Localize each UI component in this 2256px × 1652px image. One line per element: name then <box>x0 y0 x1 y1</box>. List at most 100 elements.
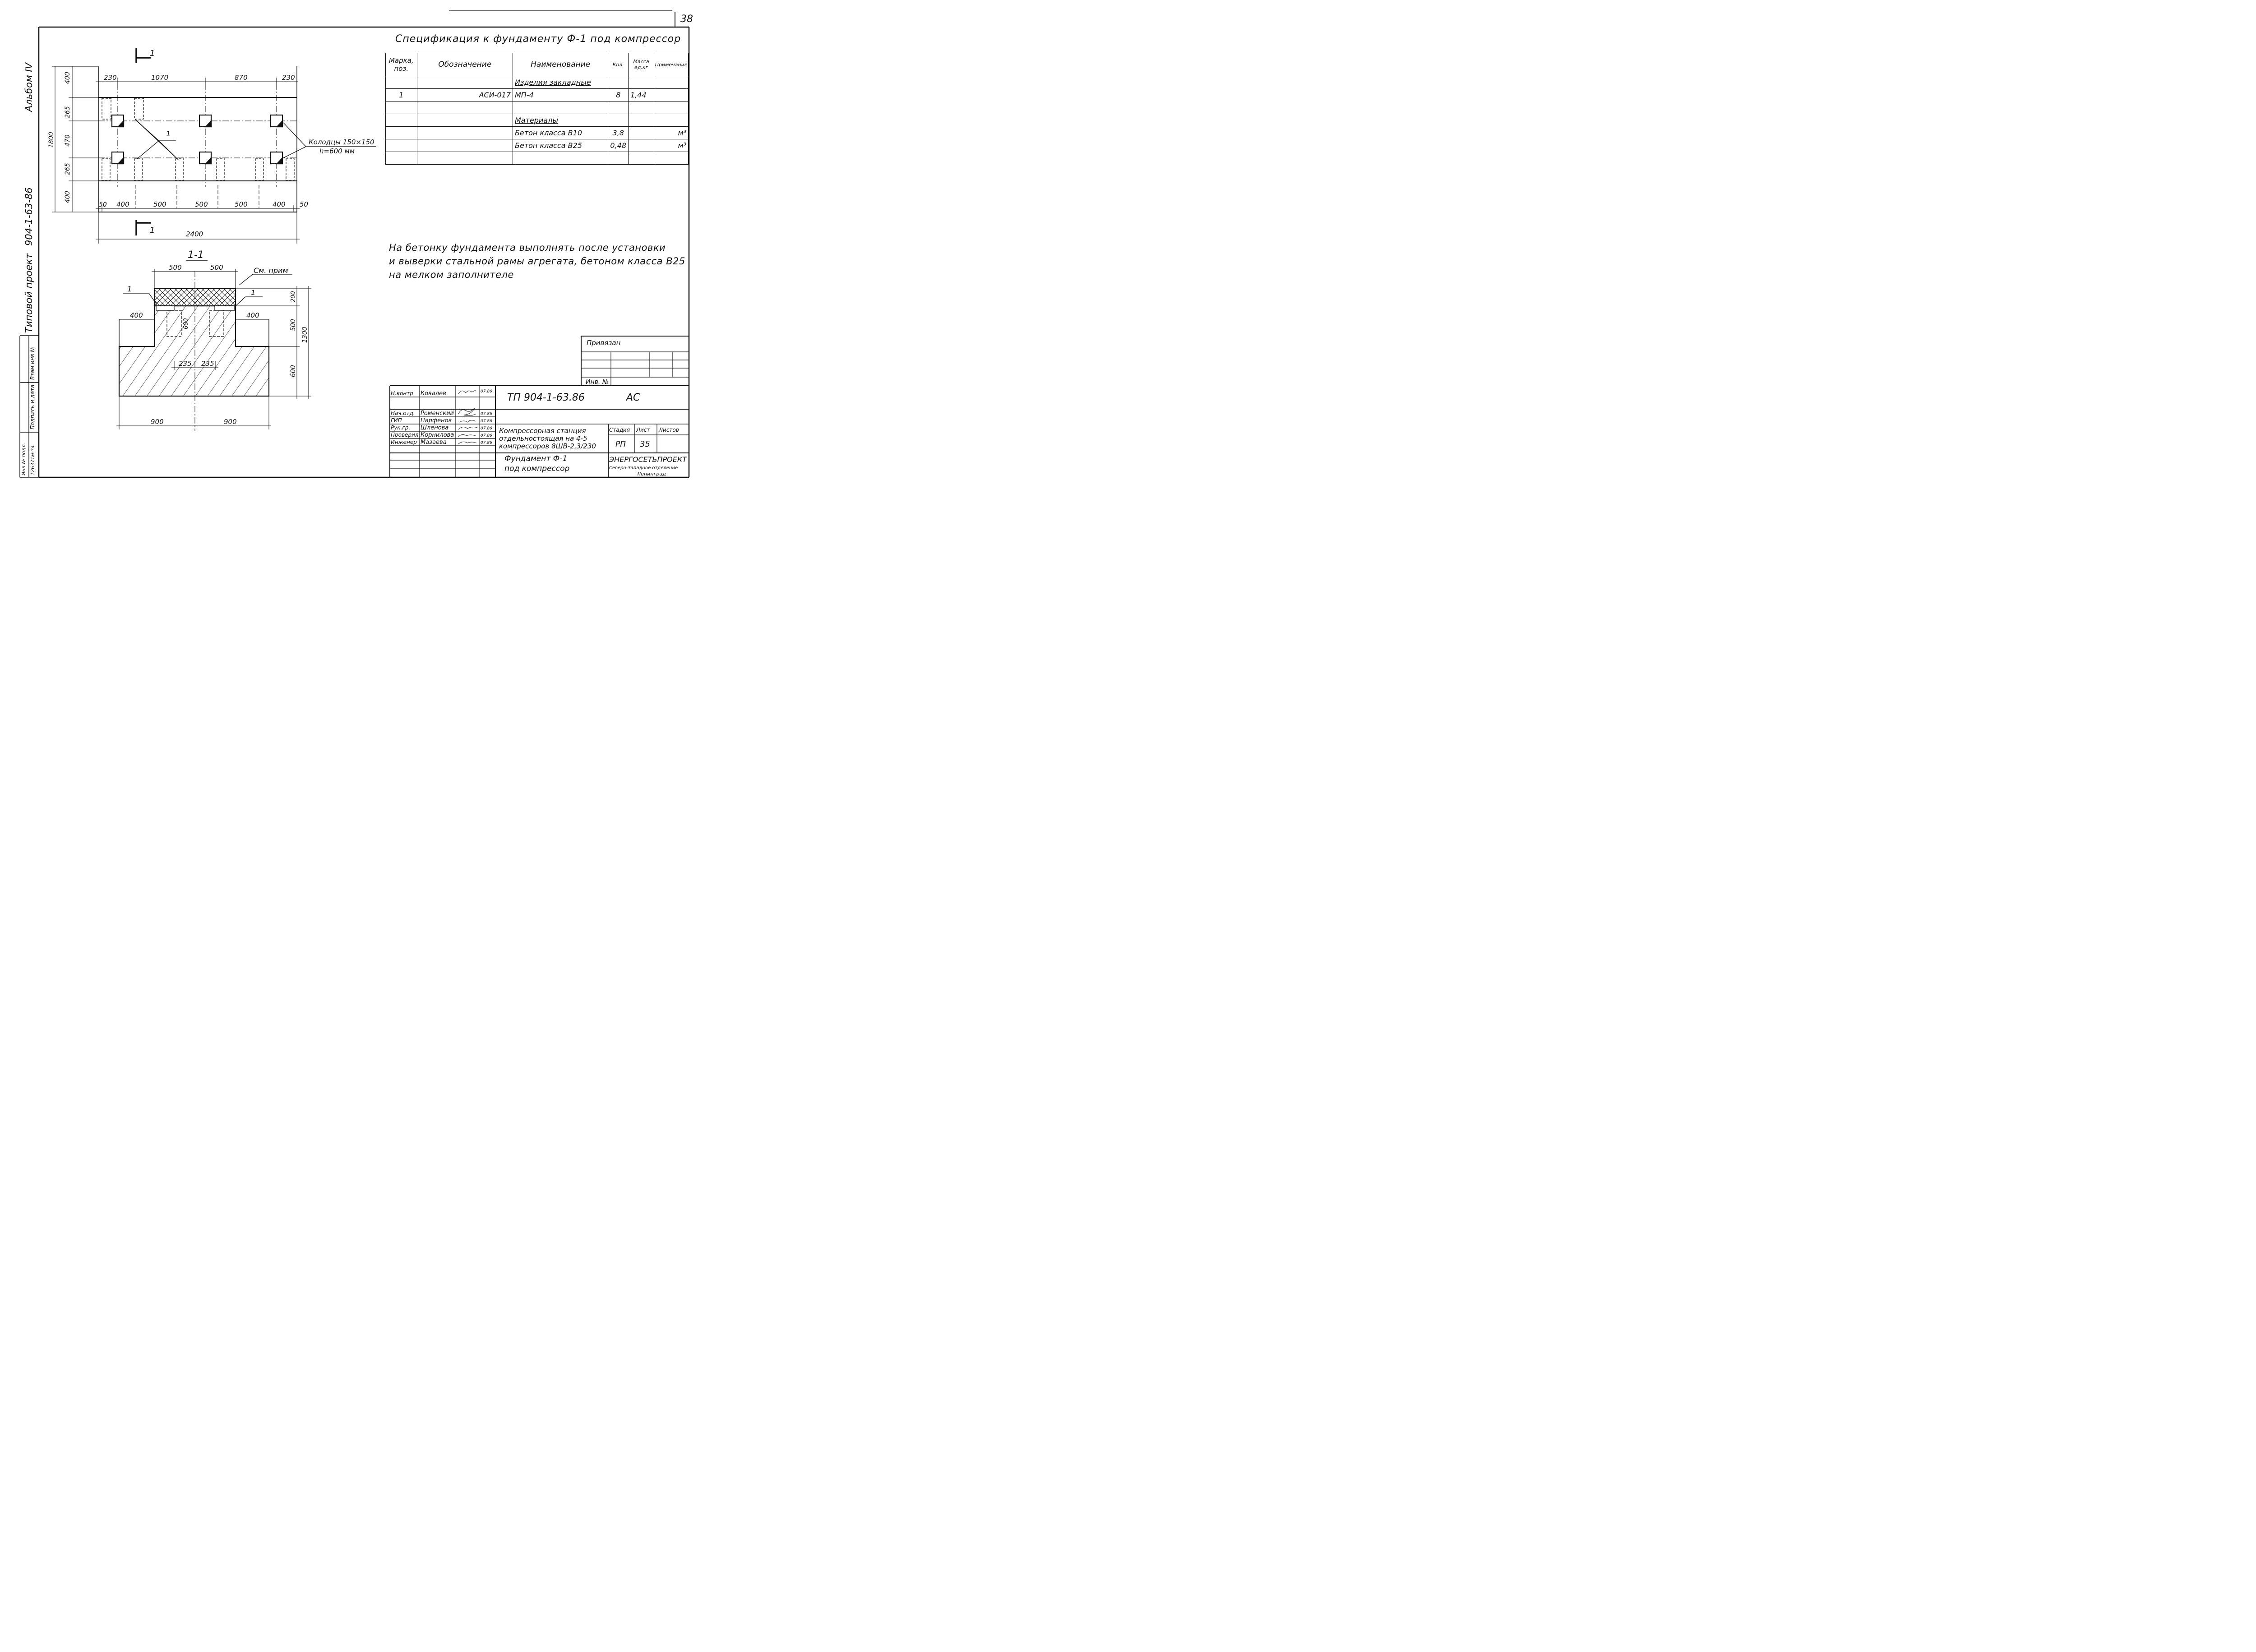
sheet-frame <box>19 10 690 478</box>
spec-cell-mark <box>385 76 417 89</box>
stamp-stage-label: Стадия <box>609 427 630 433</box>
spec-cell-note <box>654 152 689 165</box>
plan-dim-bottom-7: 50 <box>300 200 308 208</box>
spec-row: Бетон класса В25 0,48 м³ <box>385 139 689 152</box>
spec-cell-mark <box>385 152 417 165</box>
section-title: 1-1 <box>188 249 204 261</box>
spec-header-name: Наименование <box>512 53 609 76</box>
stamp-name-3: Парфенов <box>421 417 452 424</box>
spec-cell-mass <box>628 76 655 89</box>
section-labels: 1-1 500 500 См. прим 1 1 400 400 600 200… <box>127 249 309 426</box>
stamp-role-2: Нач.отд. <box>391 410 415 416</box>
side-inv-value: 12637тм-т4 <box>30 445 36 475</box>
stamp-role-1: Н.контр. <box>391 390 415 397</box>
plan-labels: 1 1 230 1070 870 230 400 265 470 265 400… <box>48 49 374 238</box>
spec-header-designation: Обозначение <box>416 53 513 76</box>
stamp-org-2: Северо-Западное отделение <box>609 466 678 471</box>
section-inner-dim-1: 235 <box>179 360 192 368</box>
side-project-type: Типовой проект <box>23 253 34 333</box>
plan-dim-bottom-1: 50 <box>99 201 107 208</box>
side-sign-label: Подпись и дата <box>29 384 36 429</box>
spec-header-mark: Марка, поз. <box>385 53 417 76</box>
stamp-mark: АС <box>625 392 640 403</box>
section-ledge-right: 400 <box>246 311 259 319</box>
plan-dim-top-2: 1070 <box>151 74 168 82</box>
stamp-text: Привязан Инв. № Н.контр. Ковалев 07.86 Н… <box>391 339 687 477</box>
stamp-name-5: Корнилова <box>421 432 454 438</box>
spec-cell-name <box>512 101 609 114</box>
spec-cell-name: МП-4 <box>512 88 609 102</box>
stamp-doc-code: ТП 904-1-63.86 <box>507 392 585 403</box>
stamp-role-6: Инженер <box>391 439 417 445</box>
spec-header-row: Марка, поз. Обозначение Наименование Кол… <box>385 53 689 76</box>
spec-cell-qty <box>608 152 629 165</box>
spec-cell-mark <box>385 126 417 139</box>
embedded-plates <box>102 98 295 181</box>
stamp-role-3: ГИП <box>391 417 402 424</box>
section-see-note: См. прим <box>254 266 288 275</box>
spec-cell-designation <box>416 152 513 165</box>
section-dim-top-2: 500 <box>210 263 223 272</box>
stamp-project-line1: Компрессорная станция <box>499 427 586 435</box>
spec-cell-mass <box>628 152 655 165</box>
foundation-plan <box>52 48 300 244</box>
stamp-sheets-label: Листов <box>658 427 679 433</box>
spec-cell-qty <box>608 76 629 89</box>
spec-row: Изделия закладные <box>385 76 689 89</box>
plan-dim-top-3: 870 <box>235 74 248 82</box>
spec-cell-note: м³ <box>654 126 689 139</box>
stamp-role-4: Рук.гр. <box>391 425 410 431</box>
spec-header-qty: Кол. <box>608 53 629 76</box>
plan-dim-top-4: 230 <box>282 74 295 82</box>
plan-overall-height: 1800 <box>48 132 55 148</box>
stamp-privyazan: Привязан <box>587 339 621 347</box>
plan-dim-bottom-5: 500 <box>235 200 248 208</box>
note-line-2: и выверки стальной рамы агрегата, бетоно… <box>389 256 685 267</box>
plan-dim-left-5: 400 <box>64 191 71 203</box>
spec-cell-designation <box>416 114 513 127</box>
section-well-depth: 600 <box>183 318 190 329</box>
plan-dim-bottom-4: 500 <box>195 200 208 208</box>
note-line-3: на мелком заполнителе <box>389 269 514 280</box>
spec-header-note: Примечание <box>654 53 689 76</box>
spec-cell-mark <box>385 101 417 114</box>
spec-header-mass: Масса ед.кг <box>628 53 655 76</box>
leader-lines <box>135 119 376 160</box>
stamp-date-1: 07.86 <box>481 389 492 394</box>
spec-cell-note <box>654 76 689 89</box>
spec-cell-mass <box>628 114 655 127</box>
section-ledge-left: 400 <box>130 311 143 319</box>
spec-row <box>385 101 689 114</box>
stamp-name-4: Шленова <box>421 425 448 431</box>
section-dim-right-1: 200 <box>290 291 297 302</box>
section-dim-bottom-2: 900 <box>224 418 237 426</box>
stamp-name-2: Роменский <box>421 410 454 417</box>
spec-cell-name <box>512 152 609 165</box>
plan-dim-left-2: 265 <box>64 106 71 118</box>
stamp-date-5: 07.86 <box>481 434 492 438</box>
spec-cell-designation <box>416 139 513 152</box>
spec-cell-mark <box>385 139 417 152</box>
plan-dim-left-3: 470 <box>64 134 71 147</box>
stamp-drawing-line1: Фундамент Ф-1 <box>504 454 567 463</box>
spec-cell-qty: 0,48 <box>608 139 629 152</box>
spec-cell-designation: АСИ-017 <box>416 88 513 102</box>
plan-dim-top-1: 230 <box>104 74 117 82</box>
spec-cell-mark <box>385 114 417 127</box>
stamp-date-6: 07.86 <box>481 441 492 445</box>
stamp-name-1: Ковалев <box>421 390 446 397</box>
plan-dim-bottom-3: 500 <box>153 200 166 208</box>
spec-row: Материалы <box>385 114 689 127</box>
spec-cell-designation <box>416 101 513 114</box>
stamp-inv-no: Инв. № <box>586 378 609 386</box>
stamp-sheet: 35 <box>640 439 650 449</box>
wells-note-line2: h=600 мм <box>319 147 355 155</box>
plan-overall-width: 2400 <box>186 230 203 238</box>
spec-row <box>385 152 689 165</box>
spec-cell-qty <box>608 101 629 114</box>
spec-cell-mass <box>628 101 655 114</box>
stamp-org-3: Ленинград <box>637 471 666 477</box>
spec-cell-mass: 1,44 <box>628 88 655 102</box>
spec-cell-name: Изделия закладные <box>512 76 609 89</box>
stamp-org-1: ЭНЕРГОСЕТЬПРОЕКТ <box>609 455 687 464</box>
